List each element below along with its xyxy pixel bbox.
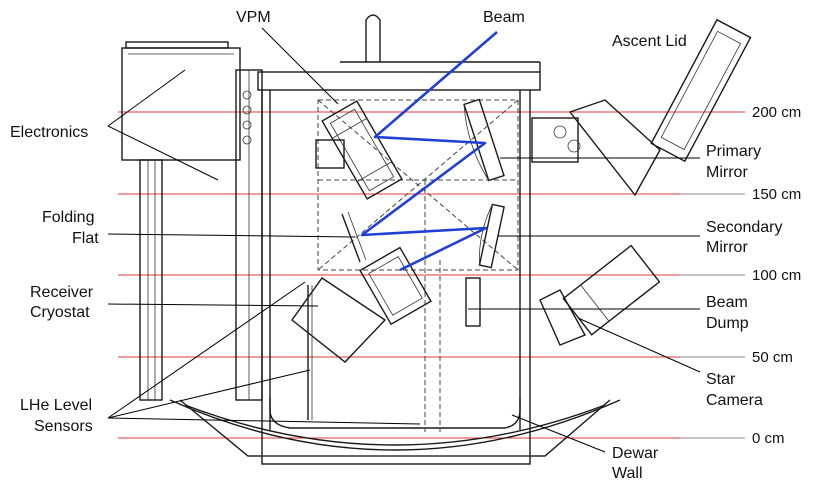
label-lhe-sensors-2: Sensors — [34, 418, 93, 435]
receiver-assembly — [359, 246, 432, 326]
leader-electronics-b — [107, 125, 219, 181]
label-star-camera-2: Camera — [706, 392, 763, 409]
beam-dump — [539, 289, 586, 346]
base-plate — [261, 455, 531, 465]
height-labels: 200 cm 150 cm 100 cm 50 cm 0 cm — [752, 104, 801, 447]
lid-hinge-arm — [568, 99, 661, 197]
label-primary-mirror-2: Mirror — [706, 164, 748, 181]
top-pipe — [365, 14, 381, 62]
label-ascent-lid: Ascent Lid — [612, 33, 687, 50]
top-bar — [125, 41, 229, 49]
height-label-100: 100 cm — [752, 267, 801, 284]
ascent-lid-drawing — [650, 18, 752, 163]
label-folding-flat-2: Flat — [72, 230, 99, 247]
label-beam-dump-1: Beam — [706, 294, 748, 311]
leader-vpm — [261, 27, 339, 105]
label-folding-flat-1: Folding — [42, 209, 94, 226]
vpm-assembly — [321, 100, 403, 200]
label-beam-dump-2: Dump — [706, 315, 749, 332]
height-label-0: 0 cm — [752, 430, 785, 447]
leader-dewar — [511, 414, 606, 453]
label-star-camera-1: Star — [706, 371, 736, 388]
top-plate — [257, 71, 541, 91]
label-secondary-mirror-1: Secondary — [706, 219, 783, 236]
secondary-mirror — [478, 203, 505, 269]
label-secondary-mirror-2: Mirror — [706, 239, 748, 256]
leader-lhe-c — [107, 417, 421, 425]
label-receiver-cryostat-1: Receiver — [30, 284, 94, 301]
dewar-bottom — [269, 398, 521, 429]
leader-lines — [107, 27, 701, 453]
folding-flat — [341, 213, 361, 263]
star-camera — [562, 244, 661, 336]
label-beam: Beam — [483, 9, 525, 26]
label-receiver-cryostat-2: Cryostat — [30, 304, 90, 321]
height-label-200: 200 cm — [752, 104, 801, 121]
label-vpm: VPM — [236, 9, 271, 26]
label-primary-mirror-1: Primary — [706, 143, 761, 160]
electronics-box — [121, 47, 241, 161]
height-label-50: 50 cm — [752, 349, 793, 366]
label-lhe-sensors-1: LHe Level — [20, 397, 92, 414]
label-dewar-wall-1: Dewar — [612, 445, 659, 462]
beam-path — [360, 31, 498, 272]
leader-star-camera — [577, 317, 701, 373]
height-lines — [118, 111, 745, 439]
leader-electronics-a — [107, 69, 186, 127]
left-rack — [139, 159, 163, 401]
leader-receiver — [107, 303, 319, 307]
label-electronics: Electronics — [10, 124, 88, 141]
label-dewar-wall-2: Wall — [612, 465, 643, 482]
instrument-drawing — [121, 14, 752, 465]
leader-lhe-b — [107, 369, 311, 419]
dewar-base-curve — [169, 399, 621, 451]
height-label-150: 150 cm — [752, 186, 801, 203]
leader-folding — [107, 233, 356, 238]
labels: VPM Beam Ascent Lid Electronics Primary … — [10, 9, 783, 482]
leader-lhe-a — [107, 281, 306, 419]
